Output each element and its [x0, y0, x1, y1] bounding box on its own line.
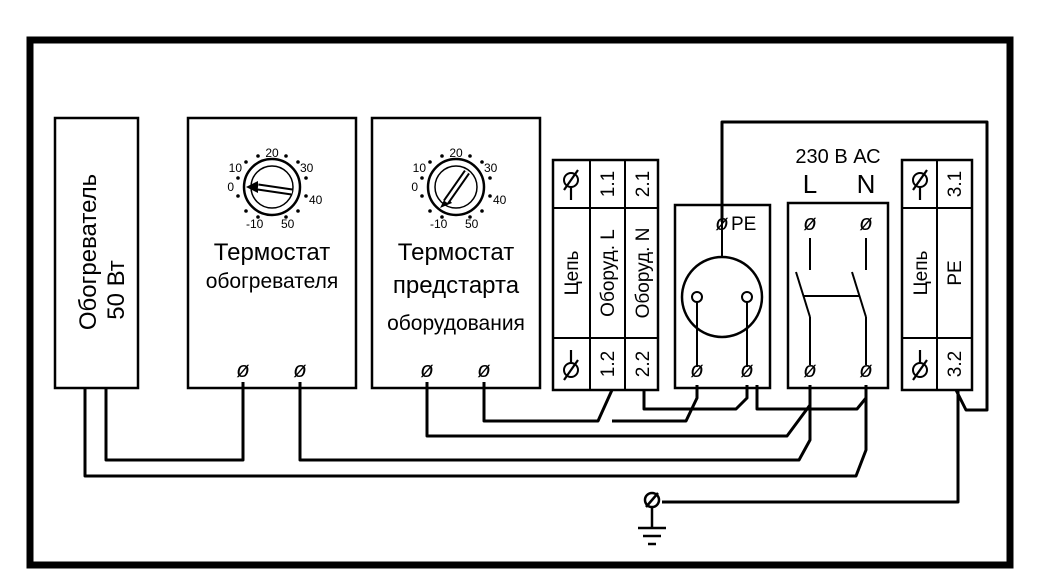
- wire-ground: [662, 390, 960, 504]
- dial-tick-10: 10: [229, 161, 243, 175]
- dial-tick-30: 30: [484, 161, 498, 175]
- dial-prestart-icon: 0 10 20 30 40 -10 50: [411, 146, 506, 231]
- screw-icon: ø: [803, 357, 816, 382]
- wire-prestart-to-terminal: [482, 382, 614, 423]
- screw-icon: ø: [293, 357, 306, 382]
- dial-tick-20: 20: [265, 146, 279, 160]
- dial-heater-icon: 0 10 20 30 40 -10 50: [227, 146, 322, 231]
- screw-icon: ø: [803, 210, 816, 235]
- terminal-bottom-a: 1.2: [598, 351, 619, 377]
- terminal-circuit-label: Цепь: [562, 250, 583, 295]
- terminal-top-a: 1.1: [598, 171, 619, 197]
- phase-l-label: L: [803, 169, 817, 199]
- supply-voltage-label: 230 В АС: [795, 146, 880, 168]
- terminal-2-circuit-label: Цепь: [911, 250, 932, 295]
- terminal-block-1: 1.1 2.1 Цепь Оборуд. L Оборуд. N 1.2 2.2: [551, 158, 660, 392]
- terminal-row-a-label: Оборуд. L: [598, 229, 619, 317]
- heater-power-label: 50 Вт: [103, 260, 130, 320]
- wire-prestart-to-switch-l: [425, 382, 812, 438]
- wire-heater-to-switch-n: [83, 385, 868, 478]
- dial-tick-0: 0: [411, 180, 418, 194]
- dial-tick-20: 20: [449, 146, 463, 160]
- thermostat-prestart-subtitle-1: предстарта: [393, 272, 520, 299]
- terminal-top-b: 2.1: [633, 171, 654, 197]
- wire-terminal-2-2-to-socket: [642, 385, 749, 411]
- neutral-n-label: N: [857, 169, 876, 199]
- ground-icon: [638, 491, 666, 546]
- terminal-bottom-b: 2.2: [633, 351, 654, 377]
- screw-icon: ø: [236, 357, 249, 382]
- thermostat-heater-title: Термостат: [214, 239, 330, 266]
- terminal-row-b-label: Оборуд. N: [633, 228, 654, 319]
- switch-contact-n: [851, 271, 867, 318]
- dial-tick-50: 50: [465, 217, 479, 231]
- enclosure-frame: [26, 36, 1014, 569]
- wire-socket-to-switch-n: [755, 385, 868, 411]
- switch-contact-l: [795, 271, 811, 318]
- screw-icon: ø: [859, 210, 872, 235]
- terminal-2-pe-label: PE: [945, 260, 966, 285]
- screw-icon: [563, 169, 579, 200]
- dial-tick-30: 30: [300, 161, 314, 175]
- wire-heater-to-thermostat: [104, 382, 245, 462]
- socket-pe-label: PE: [731, 214, 756, 235]
- screw-icon: [563, 350, 579, 381]
- wire-pe-top: [720, 120, 989, 412]
- screw-icon: [912, 350, 928, 381]
- screw-icon: ø: [740, 357, 753, 382]
- screw-icon: ø: [690, 357, 703, 382]
- screw-icon: ø: [859, 357, 872, 382]
- screw-icon: [912, 169, 928, 200]
- terminal-2-top: 3.1: [945, 171, 966, 197]
- heater-label: Обогреватель: [75, 174, 102, 330]
- dial-tick-40: 40: [309, 193, 323, 207]
- thermostat-prestart-title: Термостат: [398, 239, 514, 266]
- screw-icon: ø: [477, 357, 490, 382]
- screw-icon: ø: [420, 357, 433, 382]
- dial-tick-40: 40: [493, 193, 507, 207]
- dial-tick-50: 50: [281, 217, 295, 231]
- wiring: [83, 120, 989, 504]
- dial-tick-minus10: -10: [430, 217, 448, 231]
- terminal-block-2: 3.1 Цепь PE 3.2: [900, 158, 974, 392]
- terminal-2-bottom: 3.2: [945, 351, 966, 377]
- thermostat-heater-subtitle: обогревателя: [206, 270, 339, 293]
- heater-block: Обогреватель 50 Вт: [53, 116, 140, 390]
- thermostat-prestart-subtitle-2: оборудования: [387, 312, 525, 335]
- power-switch-block: 230 В АС L N ø ø ø ø: [786, 146, 890, 390]
- thermostat-heater-block: 0 10 20 30 40 -10 50 Термостат обогреват…: [186, 116, 358, 390]
- thermostat-prestart-block: 0 10 20 30 40 -10 50 Термостат предстарт…: [370, 116, 542, 390]
- dial-tick-0: 0: [227, 180, 234, 194]
- socket-block: ø PE ø ø: [673, 203, 772, 390]
- screw-icon: ø: [715, 210, 728, 235]
- dial-tick-10: 10: [413, 161, 427, 175]
- dial-tick-minus10: -10: [246, 217, 264, 231]
- wire-thermostat-to-switch-l: [298, 382, 812, 462]
